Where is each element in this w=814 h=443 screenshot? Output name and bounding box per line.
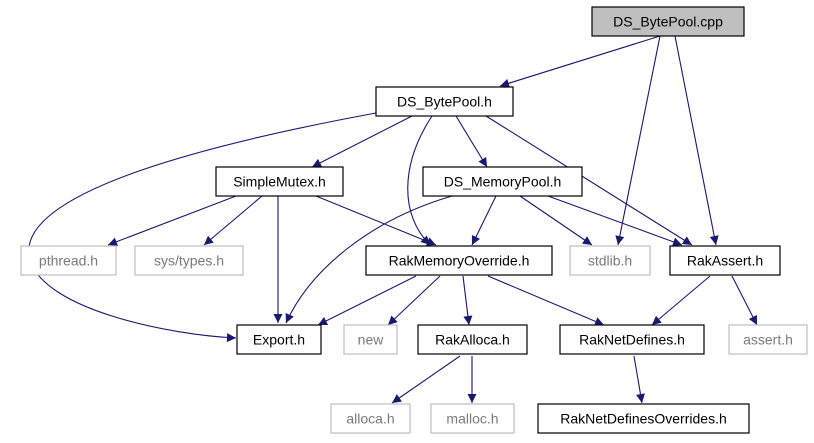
edge-rakmemoryoverride-to-new [387,275,441,326]
node-export-h[interactable]: Export.h [236,324,322,355]
node-label: RakMemoryOverride.h [389,253,530,269]
node-label: new [358,332,385,348]
edge-bytepool-to-memorypool [455,115,488,168]
node-label: assert.h [743,332,793,348]
node-label: DS_BytePool.cpp [613,14,723,30]
node-label: DS_MemoryPool.h [444,174,562,190]
edge-raknetdefines-to-overrides [633,355,645,404]
node-malloc-h[interactable]: malloc.h [430,403,515,434]
node-label: sys/types.h [154,253,224,269]
node-raknetdefines-h[interactable]: RakNetDefines.h [559,324,705,355]
node-label: SimpleMutex.h [233,174,326,190]
node-sys-types-h[interactable]: sys/types.h [134,245,244,276]
node-stdlib-h[interactable]: stdlib.h [569,245,651,276]
node-raknetdefinesoverrides-h[interactable]: RakNetDefinesOverrides.h [537,403,750,434]
node-label: RakNetDefinesOverrides.h [560,411,727,427]
edge-bytepool-to-rakmemoryoverride [407,115,433,246]
edge-rakalloca-to-alloca [391,355,461,404]
node-label: stdlib.h [588,253,632,269]
edge-cpp-to-rakassert-h [674,35,719,246]
edge-bytepool-to-rakassert [485,115,693,246]
node-label: malloc.h [446,411,498,427]
node-label: Export.h [253,332,305,348]
node-new[interactable]: new [343,324,398,355]
node-rakalloca-h[interactable]: RakAlloca.h [417,324,528,355]
node-ds-memorypool-h[interactable]: DS_MemoryPool.h [422,166,583,197]
edge-cpp-to-bytepool-h [499,35,661,88]
node-ds-bytepool-cpp[interactable]: DS_BytePool.cpp [591,6,745,37]
node-rakmemoryoverride-h[interactable]: RakMemoryOverride.h [365,245,553,276]
edge-simplemutex-to-rakmemoryoverride [315,195,437,246]
node-pthread-h[interactable]: pthread.h [20,245,117,276]
edge-rakmemoryoverride-to-export [317,275,417,326]
node-assert-h[interactable]: assert.h [728,324,808,355]
node-label: DS_BytePool.h [397,94,492,110]
edge-memorypool-to-stdlib [519,195,593,246]
edge-memorypool-to-rakmemoryoverride [471,195,497,246]
node-alloca-h[interactable]: alloca.h [330,403,411,434]
edge-rakassert-to-assert [731,275,758,326]
node-label: RakAssert.h [687,253,763,269]
edge-rakmemoryoverride-to-raknetdefines [487,275,605,326]
edge-cpp-to-stdlib-h [615,35,661,246]
edge-simplemutex-to-systypes [203,195,263,246]
node-ds-bytepool-h[interactable]: DS_BytePool.h [375,86,514,117]
node-label: RakNetDefines.h [579,332,685,348]
node-label: pthread.h [39,253,98,269]
edge-memorypool-to-export [285,195,453,324]
edge-rakmemoryoverride-to-rakalloca [462,275,473,326]
edge-rakassert-to-raknetdefines [651,275,711,326]
node-simplemutex-h[interactable]: SimpleMutex.h [215,166,344,197]
node-label: alloca.h [346,411,394,427]
edge-bytepool-to-export [28,112,377,343]
edge-simplemutex-to-pthread [107,195,237,246]
edge-bytepool-to-simplemutex [311,115,413,168]
edge-memorypool-to-rakassert [547,195,683,247]
node-rakassert-h[interactable]: RakAssert.h [669,245,781,276]
node-label: RakAlloca.h [435,332,510,348]
